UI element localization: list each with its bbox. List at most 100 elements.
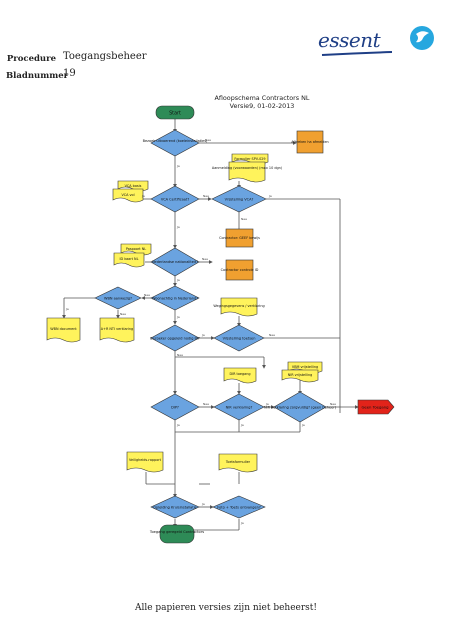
branch-ja: Ja — [268, 194, 272, 198]
procedure-label: Procedure — [6, 54, 56, 64]
decision-opleiding — [150, 495, 200, 519]
doc-aanmelding — [228, 161, 266, 183]
decision-label: Vrijstelling VCA? — [225, 198, 254, 202]
chart-subtitle: Versie9, 01-02-2013 — [230, 102, 295, 110]
decision-label: DIP? — [171, 406, 179, 410]
decision-nationaliteit — [150, 247, 200, 277]
decision-pasfoto — [212, 495, 266, 519]
branch-ja: Ja — [201, 333, 205, 337]
afbreken-box — [296, 130, 324, 154]
doc-label: Aanmelding (voorwaarden) (max 10 dgn) — [212, 166, 283, 170]
decision-label: Vrijstelling toetsen — [223, 337, 256, 341]
doc-label: VCA basis — [125, 184, 142, 188]
page-number-label: Bladnummer — [6, 71, 69, 81]
decision-wbn — [94, 286, 142, 310]
decision-label: VCA Certificaat? — [161, 198, 190, 202]
branch-ja: Ja — [240, 521, 244, 525]
doc-label: Formulier SPV-029 — [234, 157, 265, 161]
doc-label: Wegingsgegevens / verklaring — [213, 304, 264, 308]
contractor-controle-box — [225, 259, 254, 281]
branch-nee: Nee — [120, 312, 126, 316]
branch-nee: Nee — [203, 402, 209, 406]
start-label: Start — [169, 111, 181, 117]
connectors — [62, 118, 359, 531]
branch-ja: Ja — [176, 164, 180, 168]
decision-shapes — [94, 129, 327, 519]
branch-nee: Nee — [269, 333, 275, 337]
decision-woonachtig — [150, 285, 200, 311]
process-label: Afbreken ha afmelden — [291, 140, 328, 144]
branch-ja: Ja — [176, 278, 180, 282]
contractor-bewijs-box — [225, 228, 254, 248]
doc-wegging — [220, 297, 258, 317]
decision-label: NIR verklaring zorgvuldig? (geen beheer) — [264, 406, 337, 410]
branch-nee: Nee — [144, 293, 150, 297]
doc-wbn — [46, 317, 81, 343]
process-orange — [225, 130, 324, 281]
doc-toets — [218, 453, 258, 473]
doc-nir-vrij — [281, 369, 319, 383]
decision-vca-vrijstelling — [211, 185, 267, 213]
doc-label: ID kaart NL — [120, 257, 139, 261]
branch-nee: Nee — [330, 402, 336, 406]
doc-idkaart — [113, 252, 145, 268]
branch-nee: Nee — [241, 217, 247, 221]
end-label-part: Toegang geregeld Contractors — [149, 530, 204, 534]
branch-nee: Nee — [205, 138, 211, 142]
doc-label: Veiligheids-rapport — [129, 458, 162, 462]
essent-logo: essent — [318, 22, 446, 58]
doc-label: A+R NTI verklaring — [101, 327, 133, 331]
decision-label: WBN aanwezig? — [104, 297, 132, 301]
branch-nee: Nee — [203, 194, 209, 198]
doc-nir-verkl — [223, 367, 257, 384]
branch-ja: Ja — [240, 423, 244, 427]
branch-ja: Ja — [301, 423, 305, 427]
decision-label: Foto + Toets ontvangen? — [217, 506, 261, 510]
process-label: Contractor: GEEF bewijs — [219, 236, 260, 240]
process-label: Contractor controle ID — [221, 268, 259, 272]
procedure-value: Toegangsbeheer — [63, 51, 147, 62]
branch-ja: Ja — [176, 423, 180, 427]
decision-toegang — [150, 324, 200, 352]
decision-label: Opleiding Kruisinstallatie — [153, 506, 197, 510]
end-terminal — [159, 524, 195, 544]
doc-label: VCA vol — [121, 193, 134, 197]
start-terminal — [155, 105, 195, 120]
chart-title: Afloopschema Contractors NL — [214, 94, 309, 102]
doc-veiligheid — [126, 451, 164, 473]
page-number-value: 19 — [63, 68, 76, 79]
doc-vca-vol — [112, 188, 144, 203]
decision-vca — [150, 185, 200, 213]
decision-label: NIR verklaring? — [226, 406, 253, 410]
logo-text: essent — [318, 28, 381, 52]
geen-toegang-shape — [357, 399, 395, 415]
logo-swoosh-icon — [321, 26, 434, 56]
doc-label: Toetsformulier — [225, 460, 251, 464]
decision-label: Bezoek uitvoerend (koeleinstallaties) — [143, 139, 208, 143]
footer-note: Alle papieren versies zijn niet beheerst… — [134, 603, 318, 613]
decision-label: Woonachtig in Nederland? — [152, 297, 198, 301]
branch-ja: Ja — [141, 194, 145, 198]
doc-verklaring — [99, 317, 135, 343]
branch-nee: Nee — [202, 257, 208, 261]
branch-labels: Nee Ja Nee Ja Ja Nee Ja Nee Ja Nee Ja Ne… — [65, 138, 336, 525]
decision-label: Bezoeker opgeleid nodig IB? — [150, 337, 200, 341]
branch-ja: Ja — [65, 307, 69, 311]
branch-ja: Ja — [176, 315, 180, 319]
decision-dip — [150, 393, 200, 421]
decision-installatie — [150, 129, 200, 157]
doc-label: VBM vrijstelling — [292, 365, 318, 369]
decision-vrijstelling — [213, 324, 265, 352]
branch-ja: Ja — [201, 502, 205, 506]
doc-label: DIR toegang — [229, 372, 250, 376]
decision-nir — [213, 393, 265, 421]
doc-label: Paspoort NL — [126, 247, 146, 251]
decision-nir-zorgvuldig — [273, 391, 327, 423]
doc-label: WBN document — [50, 327, 77, 331]
branch-nee: Nee — [177, 353, 183, 357]
branch-ja: Ja — [176, 225, 180, 229]
doc-label: NIR vrijstelling — [288, 373, 313, 377]
branch-ja: Ja — [265, 402, 269, 406]
decision-label: Nederlandse nationaliteit? — [152, 260, 198, 264]
